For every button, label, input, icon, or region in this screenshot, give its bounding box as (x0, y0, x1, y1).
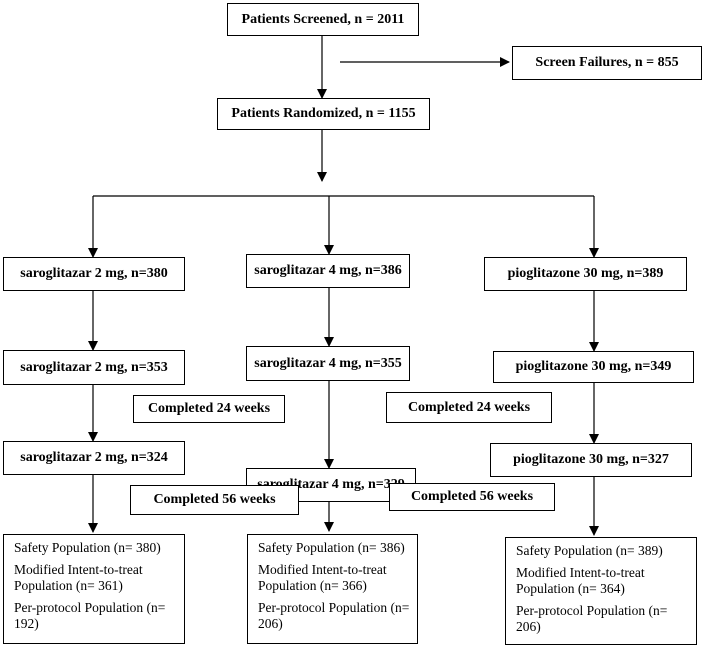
completed-56-weeks-label-right: Completed 56 weeks (389, 483, 555, 511)
arm1-populations-box: Safety Population (n= 380) Modified Inte… (3, 534, 185, 644)
completed-24-weeks-label-right: Completed 24 weeks (386, 392, 552, 423)
arm2-per-protocol-population: Per-protocol Population (n= 206) (258, 600, 410, 631)
patients-randomized-box: Patients Randomized, n = 1155 (217, 98, 430, 130)
arm2-safety-population: Safety Population (n= 386) (258, 540, 405, 555)
arm2-randomized-box: saroglitazar 4 mg, n=386 (246, 254, 410, 288)
arm1-safety-population: Safety Population (n= 380) (14, 540, 161, 555)
arm3-per-protocol-population: Per-protocol Population (n= 206) (516, 603, 668, 634)
arm2-mitt-population: Modified Intent-to-treat Population (n= … (258, 562, 387, 593)
screen-failures-box: Screen Failures, n = 855 (512, 46, 702, 80)
arm1-week24-box: saroglitazar 2 mg, n=353 (3, 350, 185, 385)
arm3-week24-box: pioglitazone 30 mg, n=349 (493, 351, 694, 383)
arm1-mitt-population: Modified Intent-to-treat Population (n= … (14, 562, 143, 593)
arm1-week56-box: saroglitazar 2 mg, n=324 (3, 441, 185, 475)
arm2-week24-box: saroglitazar 4 mg, n=355 (246, 346, 410, 381)
arm3-randomized-box: pioglitazone 30 mg, n=389 (484, 257, 687, 291)
arm1-per-protocol-population: Per-protocol Population (n= 192) (14, 600, 166, 631)
arm3-mitt-population: Modified Intent-to-treat Population (n= … (516, 565, 645, 596)
arm1-randomized-box: saroglitazar 2 mg, n=380 (3, 257, 185, 291)
arm3-populations-box: Safety Population (n= 389) Modified Inte… (505, 537, 697, 645)
arm2-populations-box: Safety Population (n= 386) Modified Inte… (247, 534, 418, 644)
completed-56-weeks-label-left: Completed 56 weeks (130, 485, 299, 515)
completed-24-weeks-label-left: Completed 24 weeks (133, 395, 285, 423)
arm3-safety-population: Safety Population (n= 389) (516, 543, 663, 558)
patients-screened-box: Patients Screened, n = 2011 (227, 3, 419, 36)
arm3-week56-box: pioglitazone 30 mg, n=327 (490, 443, 692, 477)
